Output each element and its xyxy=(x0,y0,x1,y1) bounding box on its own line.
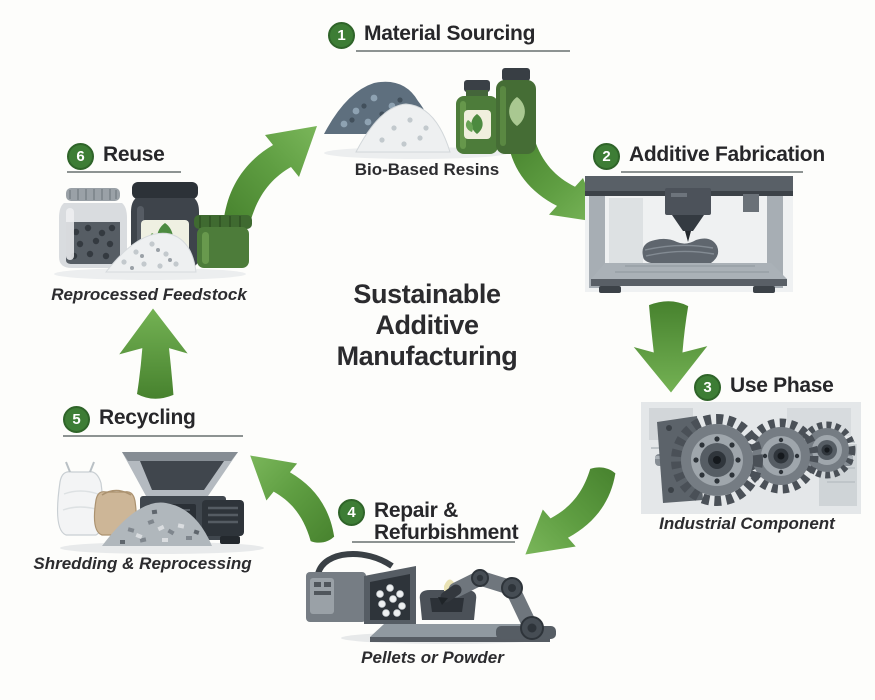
arrow-repair-to-recycling-icon xyxy=(233,452,345,549)
stage-4-label: Repair & Refurbishment xyxy=(374,499,519,544)
stage-3-number-badge: 3 xyxy=(694,374,721,401)
stage-4-number-badge: 4 xyxy=(338,499,365,526)
industrial-gears-illustration xyxy=(641,402,861,514)
stage-2-underline xyxy=(621,171,803,173)
stage-6-label: Reuse xyxy=(103,143,165,166)
center-title-line-1: Sustainable xyxy=(353,279,501,309)
stage-1-number-badge: 1 xyxy=(328,22,355,49)
stage-5-header: 5 Recycling xyxy=(63,406,196,433)
stage-6-caption: Reprocessed Feedstock xyxy=(51,285,247,304)
shredder-machine-illustration xyxy=(44,438,272,558)
stage-4-label-line-1: Repair & xyxy=(374,499,458,522)
stage-2-header: 2 Additive Fabrication xyxy=(593,143,825,170)
stage-6-header: 6 Reuse xyxy=(67,143,165,170)
stage-1-label: Material Sourcing xyxy=(364,22,536,45)
stage-3-label: Use Phase xyxy=(730,374,834,397)
robotic-arm-repair-illustration xyxy=(296,542,562,646)
stage-3-header: 3 Use Phase xyxy=(694,374,834,401)
stage-3-caption: Industrial Component xyxy=(659,514,835,533)
stage-5-caption: Shredding & Reprocessing xyxy=(33,554,252,573)
stage-5-underline xyxy=(63,435,243,437)
arrow-sourcing-to-fabrication-icon xyxy=(496,130,620,226)
stage-4-header: 4 Repair & Refurbishment xyxy=(338,499,519,544)
stage-5-label: Recycling xyxy=(99,406,196,429)
bio-based-resins-illustration xyxy=(316,56,538,162)
stage-1-underline xyxy=(356,50,570,52)
stage-2-label: Additive Fabrication xyxy=(629,143,825,166)
center-title: Sustainable Additive Manufacturing xyxy=(316,279,538,372)
stage-4-underline xyxy=(352,541,515,543)
center-title-line-2: Additive xyxy=(375,310,479,340)
stage-1-header: 1 Material Sourcing xyxy=(328,22,535,49)
feedstock-jars-illustration xyxy=(44,178,258,284)
3d-printer-illustration xyxy=(585,176,793,302)
stage-2-number-badge: 2 xyxy=(593,143,620,170)
stage-1-caption: Bio-Based Resins xyxy=(354,160,500,179)
arrow-fabrication-to-use-icon xyxy=(628,297,714,397)
arrow-reuse-to-sourcing-icon xyxy=(212,122,336,232)
arrow-recycling-to-reuse-icon xyxy=(113,304,193,403)
stage-4-label-line-2: Refurbishment xyxy=(374,521,519,544)
stage-6-underline xyxy=(67,171,181,173)
stage-6-number-badge: 6 xyxy=(67,143,94,170)
center-title-line-3: Manufacturing xyxy=(336,341,518,371)
arrow-use-to-repair-icon xyxy=(507,461,627,558)
stage-5-number-badge: 5 xyxy=(63,406,90,433)
stage-4-caption: Pellets or Powder xyxy=(361,648,504,667)
